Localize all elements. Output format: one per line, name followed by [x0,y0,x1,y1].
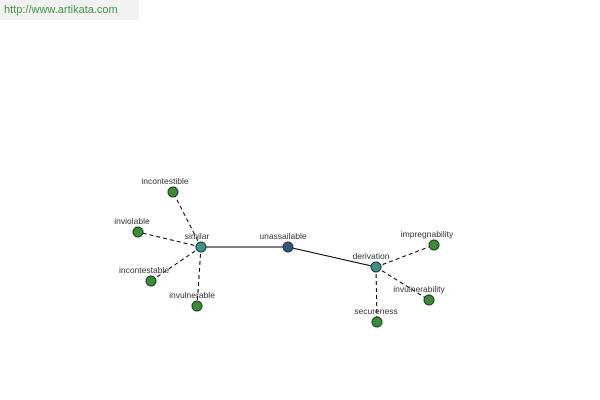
node-circle-invulnerable[interactable] [191,300,203,312]
node-label-incontestable[interactable]: incontestable [119,265,169,275]
node-secureness[interactable]: secureness [354,306,398,328]
edges-layer [137,191,435,323]
node-similar[interactable]: similar [185,231,210,253]
node-label-secureness[interactable]: secureness [354,306,397,316]
node-derivation[interactable]: derivation [353,251,390,273]
node-label-incontestible[interactable]: incontestible [141,176,189,186]
node-label-inviolable[interactable]: inviolable [114,216,150,226]
node-circle-similar[interactable] [195,241,207,253]
node-incontestible[interactable]: incontestible [141,176,189,198]
node-circle-inviolable[interactable] [132,226,144,238]
edge-similar-incontestible [172,191,202,248]
source-link[interactable]: http://www.artikata.com [4,4,118,16]
source-banner: http://www.artikata.com [0,0,139,20]
edge-derivation-invulnerability [375,266,430,301]
node-circle-incontestable[interactable] [145,275,157,287]
node-circle-unassailable[interactable] [282,241,294,253]
node-incontestable[interactable]: incontestable [119,265,169,287]
node-label-unassailable[interactable]: unassailable [259,231,307,241]
node-label-invulnerable[interactable]: invulnerable [169,290,215,300]
edge-derivation-impregnability [375,244,435,268]
node-label-derivation[interactable]: derivation [353,251,390,261]
nodes-layer: unassailable similar derivation incontestib… [114,176,454,328]
edge-similar-inviolable [137,231,202,248]
node-circle-derivation[interactable] [370,261,382,273]
edge-unassailable-derivation [287,246,377,268]
node-unassailable[interactable]: unassailable [259,231,307,253]
node-label-similar[interactable]: similar [185,231,210,241]
node-invulnerability[interactable]: invulnerability [393,284,445,306]
node-circle-impregnability[interactable] [428,239,440,251]
node-circle-secureness[interactable] [371,316,383,328]
edge-similar-invulnerable [196,246,202,307]
node-invulnerable[interactable]: invulnerable [169,290,215,312]
node-impregnability[interactable]: impregnability [401,229,454,251]
node-inviolable[interactable]: inviolable [114,216,150,238]
edge-similar-incontestable [150,246,202,282]
node-circle-incontestible[interactable] [167,186,179,198]
node-label-invulnerability[interactable]: invulnerability [393,284,445,294]
node-circle-invulnerability[interactable] [423,294,435,306]
node-label-impregnability[interactable]: impregnability [401,229,454,239]
edge-derivation-secureness [375,266,378,323]
